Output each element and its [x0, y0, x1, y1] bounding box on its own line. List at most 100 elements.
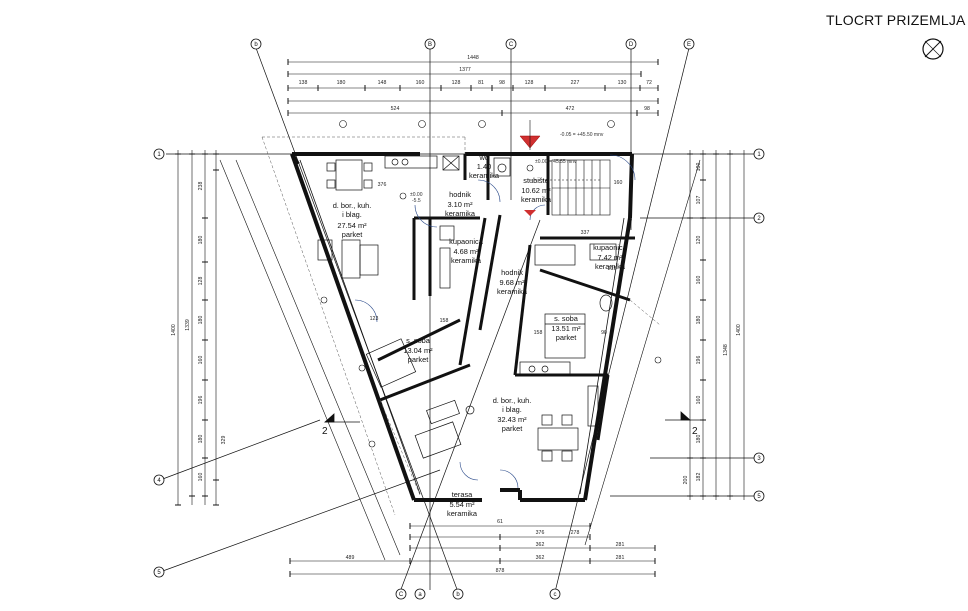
room-stubiste: stubište 10.62 m² keramika: [521, 176, 552, 204]
dim-top-r3-8: 128: [525, 80, 534, 86]
dim-top-r3-11: 72: [646, 80, 652, 86]
dim-left-inner: 1339: [185, 319, 191, 331]
room-kupaonica-east: kupaonica 7.42 m² keramika: [593, 243, 628, 271]
svg-text:32.43 m²: 32.43 m²: [497, 415, 527, 424]
dim-interior-1: 376: [378, 182, 387, 188]
dim-interior-4: 158: [534, 330, 543, 336]
door-swings: [354, 154, 636, 489]
axis-top-4: D: [629, 42, 634, 48]
svg-text:keramika: keramika: [445, 209, 476, 218]
dim-right-outer: 1400: [736, 324, 742, 336]
dim-right-s9: 182: [696, 473, 702, 482]
svg-text:keramika: keramika: [447, 509, 478, 518]
dim-left-s1: 238: [198, 182, 204, 191]
svg-text:keramika: keramika: [469, 171, 500, 180]
section-markers: [323, 411, 700, 423]
svg-text:hodnik: hodnik: [501, 268, 523, 277]
axis-bottom-1: C: [399, 592, 404, 598]
axis-top-5: E: [687, 42, 691, 48]
svg-text:parket: parket: [342, 230, 363, 239]
axis-right-5: 5: [757, 494, 761, 500]
dim-bottom-total: 878: [496, 568, 505, 574]
dim-top-r3-10: 130: [618, 80, 627, 86]
dim-left-s6: 196: [198, 396, 204, 405]
dim-bottom-r4-1: 489: [346, 555, 355, 561]
svg-text:5.54 m²: 5.54 m²: [449, 500, 475, 509]
svg-text:7.42 m²: 7.42 m²: [597, 253, 623, 262]
svg-text:1.40: 1.40: [477, 162, 491, 171]
axis-bottom-4: c: [554, 592, 557, 598]
dim-right-s8: 180: [696, 435, 702, 444]
svg-text:kupaonica: kupaonica: [449, 237, 484, 246]
svg-text:s. soba: s. soba: [554, 314, 579, 323]
room-s-soba-west: s. soba 13.04 m² parket: [403, 336, 433, 364]
axis-left-4: 4: [157, 478, 161, 484]
level-zero: ±0.00: [410, 192, 423, 198]
room-terasa: terasa 5.54 m² keramika: [447, 490, 478, 518]
drawing-title: TLOCRT PRIZEMLJA: [826, 12, 966, 28]
section-mark-right: 2: [692, 426, 698, 437]
svg-text:s. soba: s. soba: [406, 336, 431, 345]
svg-text:i blag.: i blag.: [502, 405, 522, 414]
dim-interior-8: 90: [601, 330, 607, 336]
dim-right-s7: 160: [696, 396, 702, 405]
svg-text:hodnik: hodnik: [449, 190, 471, 199]
bottom-dimensions: [289, 523, 656, 577]
right-dimensions: [687, 150, 745, 500]
svg-text:keramika: keramika: [595, 262, 626, 271]
room-kupaonica-west: kupaonica 4.68 m² keramika: [449, 237, 484, 265]
section-mark-left: 2: [322, 426, 328, 437]
dim-interior-6: 160: [614, 180, 623, 186]
dim-interior-7: 123: [370, 316, 379, 322]
axis-bottom-2: a: [418, 592, 422, 598]
axis-top-2: B: [428, 42, 432, 48]
svg-text:parket: parket: [408, 355, 429, 364]
dim-top-row2: 1377: [459, 67, 471, 73]
sofa-south: [426, 399, 460, 425]
axis-left-1: 1: [157, 152, 161, 158]
svg-text:13.51 m²: 13.51 m²: [551, 324, 581, 333]
left-dimensions: [175, 150, 219, 506]
svg-text:3.10 m²: 3.10 m²: [447, 200, 473, 209]
dim-left-s2: 180: [198, 236, 204, 245]
svg-text:keramika: keramika: [451, 256, 482, 265]
dim-left-s8: 160: [198, 473, 204, 482]
level-entrance: -0.05 = +45.50 mnv: [560, 132, 604, 138]
axis-right-3: 3: [757, 456, 761, 462]
axis-top-3: C: [509, 42, 514, 48]
dim-interior-5: 215: [608, 266, 617, 272]
dim-top-r3-5: 128: [452, 80, 461, 86]
room-d-bor-kuh-south: d. bor., kuh. i blag. 32.43 m² parket: [493, 396, 532, 433]
dim-right-s2: 107: [696, 196, 702, 205]
dim-right-s1: 100: [696, 163, 702, 172]
svg-text:keramika: keramika: [521, 195, 552, 204]
dim-bottom-r3-2: 281: [616, 542, 625, 548]
svg-text:10.62 m²: 10.62 m²: [521, 186, 551, 195]
dim-top-r3-7: 98: [499, 80, 505, 86]
dim-bottom-r1: 61: [497, 519, 503, 525]
dim-bottom-r3-1: 362: [536, 542, 545, 548]
dim-left-s3: 128: [198, 277, 204, 286]
dim-interior-2: 337: [581, 230, 590, 236]
dim-top-r3-6: 81: [478, 80, 484, 86]
dim-top-r3-2: 180: [337, 80, 346, 86]
svg-text:keramika: keramika: [497, 287, 528, 296]
dim-interior-3: 158: [440, 318, 449, 324]
room-hodnik-central: hodnik 9.68 m² keramika: [497, 268, 528, 296]
svg-text:d. bor., kuh.: d. bor., kuh.: [333, 201, 372, 210]
svg-text:27.54 m²: 27.54 m²: [337, 221, 367, 230]
dim-bottom-r2-2: 278: [571, 530, 580, 536]
dim-bottom-r2-1: 376: [536, 530, 545, 536]
bed-west: [365, 338, 417, 388]
sofa-west: [341, 239, 361, 279]
dim-top-r3-4: 160: [416, 80, 425, 86]
axis-top-1: b: [254, 42, 258, 48]
svg-text:parket: parket: [502, 424, 523, 433]
dim-top-r3-1: 138: [299, 80, 308, 86]
diagonal-dimensions: [219, 159, 701, 561]
svg-text:4.68 m²: 4.68 m²: [453, 247, 479, 256]
top-dimensions: [287, 59, 659, 116]
axis-bubbles: [153, 38, 765, 600]
dining-table-south: [537, 427, 579, 451]
